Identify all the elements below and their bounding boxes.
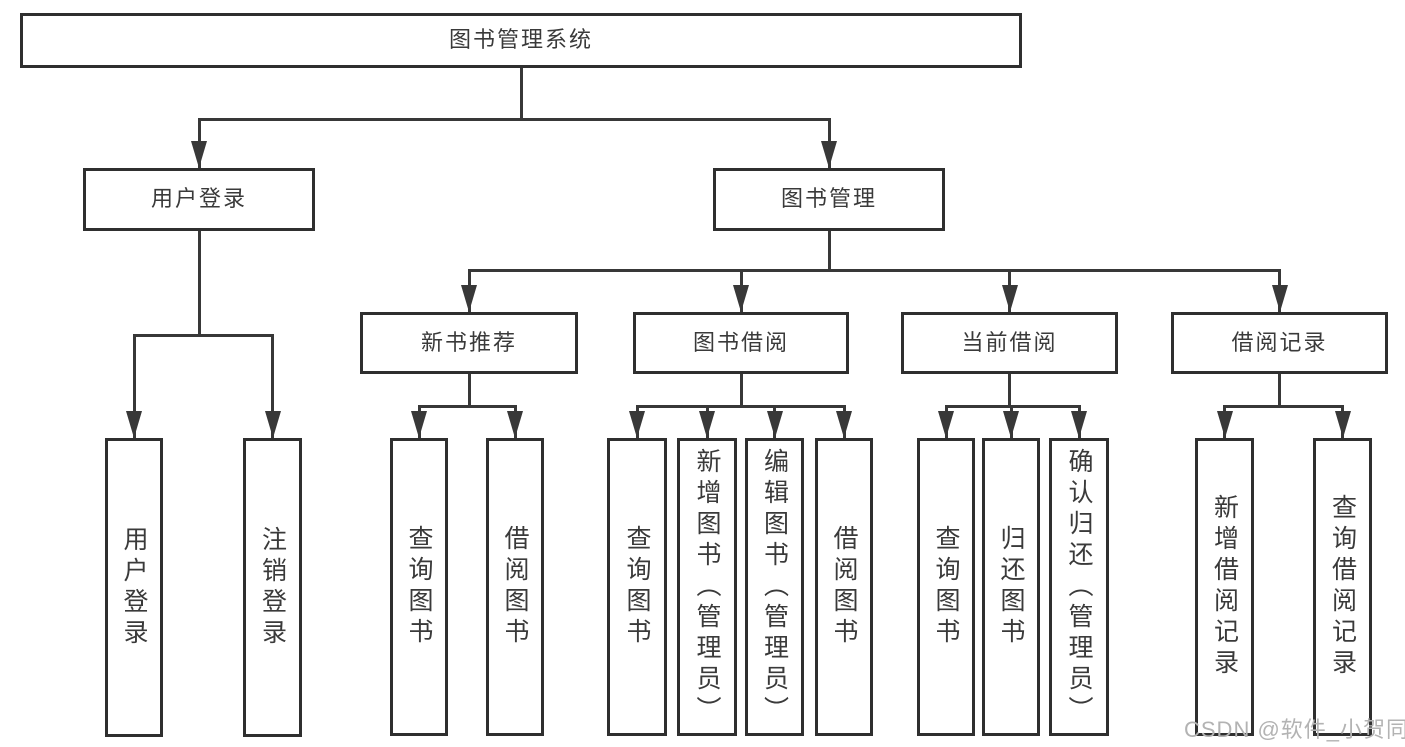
node-br-query-record: 查询借阅记录	[1313, 438, 1372, 736]
arrow-down-icon	[1334, 411, 1351, 438]
connector-line	[271, 335, 274, 438]
arrow-down-icon	[461, 285, 477, 312]
arrow-down-icon	[1001, 285, 1018, 312]
node-label: 图书管理系统	[448, 27, 593, 53]
connector-line	[132, 335, 136, 438]
arrow-down-icon	[126, 411, 142, 438]
node-label: 查询借阅记录	[1328, 494, 1357, 680]
node-label: 编辑图书（管理员）	[760, 447, 789, 727]
connector-line	[467, 268, 1281, 272]
connector-line	[467, 374, 471, 406]
node-label: 图书借阅	[692, 329, 789, 355]
node-bb-query-books: 查询图书	[607, 438, 667, 736]
connector-line	[1223, 404, 1344, 408]
arrow-down-icon	[938, 411, 954, 438]
node-bb-add-books: 新增图书（管理员）	[677, 438, 737, 736]
arrow-down-icon	[264, 411, 281, 438]
node-current-borrow: 当前借阅	[901, 312, 1118, 374]
node-label: 当前借阅	[961, 329, 1058, 355]
connector-line	[197, 231, 201, 335]
node-label: 新增借阅记录	[1210, 494, 1239, 680]
connector-line	[739, 374, 743, 406]
arrow-down-icon	[733, 285, 749, 312]
node-label: 用户登录	[120, 525, 148, 650]
node-br-add-record: 新增借阅记录	[1195, 438, 1254, 736]
node-label: 查询图书	[623, 525, 651, 649]
arrow-down-icon	[629, 411, 645, 438]
node-leaf-logout: 注销登录	[243, 438, 302, 737]
node-label: 用户登录	[150, 186, 247, 212]
arrow-down-icon	[191, 141, 207, 168]
node-book-borrow: 图书借阅	[633, 312, 849, 374]
node-label: 查询图书	[932, 525, 960, 649]
node-nbr-query-books: 查询图书	[390, 438, 448, 736]
connector-line	[132, 333, 274, 337]
node-label: 归还图书	[997, 525, 1025, 649]
node-label: 新书推荐	[420, 329, 517, 355]
connector-line	[1278, 374, 1281, 406]
node-label: 注销登录	[258, 525, 287, 650]
arrow-down-icon	[821, 141, 837, 168]
node-bb-edit-books: 编辑图书（管理员）	[745, 438, 804, 736]
node-book-mgmt: 图书管理	[713, 168, 945, 231]
node-label: 确认归还（管理员）	[1065, 447, 1093, 727]
connector-line	[827, 231, 831, 270]
connector-line	[417, 404, 517, 408]
node-cb-query-books: 查询图书	[917, 438, 975, 736]
node-label: 图书管理	[780, 186, 877, 212]
node-cb-return-books: 归还图书	[982, 438, 1040, 736]
arrow-down-icon	[1216, 411, 1233, 438]
node-user-login: 用户登录	[83, 168, 315, 231]
arrow-down-icon	[1271, 285, 1288, 312]
node-label: 新增图书（管理员）	[693, 447, 721, 727]
node-root: 图书管理系统	[20, 13, 1022, 68]
watermark: CSDN @软件_小贺同学	[1184, 717, 1405, 742]
arrow-down-icon	[411, 411, 427, 438]
node-new-book-rec: 新书推荐	[360, 312, 578, 374]
node-leaf-user-login: 用户登录	[105, 438, 163, 737]
connector-line	[635, 404, 846, 408]
connector-line	[944, 404, 1081, 408]
node-label: 借阅图书	[501, 525, 529, 649]
arrow-down-icon	[699, 411, 715, 438]
connector-line	[519, 68, 523, 119]
connector-line	[197, 117, 831, 121]
node-bb-borrow-books: 借阅图书	[815, 438, 873, 736]
node-borrow-records: 借阅记录	[1171, 312, 1388, 374]
node-nbr-borrow-books: 借阅图书	[486, 438, 544, 736]
arrow-down-icon	[1071, 411, 1087, 438]
arrow-down-icon	[507, 411, 523, 438]
node-label: 查询图书	[405, 525, 433, 649]
arrow-down-icon	[836, 411, 852, 438]
arrow-down-icon	[1003, 411, 1019, 438]
connector-line	[1008, 374, 1011, 406]
node-label: 借阅记录	[1231, 329, 1328, 355]
node-label: 借阅图书	[830, 525, 858, 649]
arrow-down-icon	[766, 411, 783, 438]
node-cb-confirm-return: 确认归还（管理员）	[1049, 438, 1109, 736]
